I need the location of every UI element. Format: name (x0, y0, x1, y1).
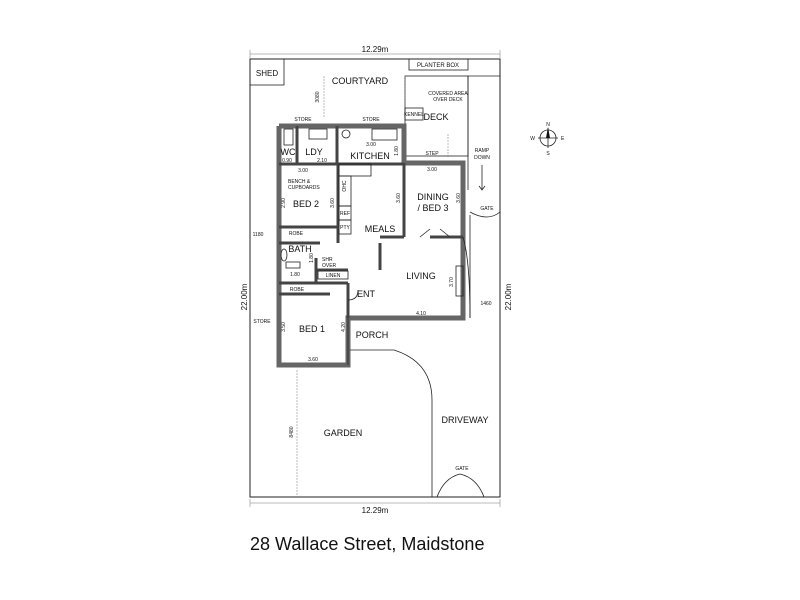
bath-depth: 1.80 (309, 253, 315, 263)
meals-label: MEALS (365, 224, 396, 234)
bath-label: BATH (288, 244, 311, 254)
robe-upper-label: ROBE (289, 231, 304, 237)
covered-area-line2: OVER DECK (433, 97, 463, 103)
bath-width: 1.80 (290, 272, 300, 278)
shr-line2: OVER (322, 263, 337, 269)
bed1-width: 3.60 (308, 357, 318, 363)
linen-label: LINEN (326, 273, 341, 279)
porch-label: PORCH (356, 330, 389, 340)
right-offset: 1460 (480, 301, 491, 307)
ramp-line2: DOWN (474, 155, 490, 161)
deck-label: DECK (423, 112, 448, 122)
compass-e: E (561, 136, 565, 142)
pty-label: PTY (340, 225, 350, 231)
wc-label: WC (281, 147, 296, 157)
shed (249, 58, 285, 86)
kitchen-label: KITCHEN (350, 151, 390, 161)
compass-n: N (546, 122, 550, 128)
gate-bottom-label: GATE (455, 466, 469, 472)
bench-line2: CUPBOARDS (288, 185, 320, 191)
left-offset: 1180 (253, 232, 264, 238)
compass-s: S (546, 151, 550, 157)
ohc-label: OHC (342, 180, 348, 192)
dining-line1: DINING (417, 192, 449, 202)
planter-box-label: PLANTER BOX (417, 63, 459, 69)
compass-icon: N S E W (530, 122, 565, 157)
wc-width: 0.90 (282, 158, 292, 164)
bottom-width-label: 12.29m (362, 506, 389, 515)
right-depth-label: 22.00m (504, 283, 513, 310)
store-top-right-label: STORE (362, 117, 380, 123)
ldy-label: LDY (305, 147, 323, 157)
robe-lower-label: ROBE (290, 287, 305, 293)
living-label: LIVING (406, 271, 436, 281)
courtyard-label: COURTYARD (332, 76, 389, 86)
store-top-left-label: STORE (294, 117, 312, 123)
bed2-width: 3.00 (298, 168, 308, 174)
courtyard-depth: 3080 (315, 91, 321, 102)
kennel-label: KENNEL (404, 112, 424, 118)
kitchen-width: 3.00 (366, 142, 376, 148)
left-depth-label: 22.00m (240, 283, 249, 310)
ref-label: REF (340, 211, 350, 217)
bed2-depth: 2.90 (281, 198, 287, 208)
shr-line1: SHR (322, 257, 333, 263)
dining-depth-left: 3.60 (396, 193, 402, 203)
gate-right-label: GATE (480, 206, 494, 212)
kennel (404, 107, 424, 121)
covered-area-line1: COVERED AREA (428, 91, 468, 97)
step-label: STEP (425, 151, 439, 157)
ent-label: ENT (357, 289, 376, 299)
dining-line2: / BED 3 (417, 203, 448, 213)
top-width-label: 12.29m (362, 45, 389, 54)
ramp-line1: RAMP (475, 148, 490, 154)
garden-label: GARDEN (324, 428, 363, 438)
bottom-gate (436, 473, 485, 498)
ldy-width: 2.10 (317, 158, 327, 164)
garden-depth: 8480 (289, 426, 295, 437)
compass-w: W (530, 136, 535, 142)
bed2-label: BED 2 (293, 199, 319, 209)
planter-box (408, 58, 469, 71)
store-left-label: STORE (253, 319, 271, 325)
driveway-curve (393, 349, 433, 497)
living-width: 4.10 (416, 311, 426, 317)
bench-line1: BENCH & (288, 179, 311, 185)
bed1-label: BED 1 (299, 324, 325, 334)
dining-depth-right: 3.60 (456, 193, 462, 203)
bed1-depth2: 4.20 (341, 322, 347, 332)
property-address: 28 Wallace Street, Maidstone (250, 534, 485, 554)
dining-width: 3.00 (427, 167, 437, 173)
meals-depth: 3.60 (330, 198, 336, 208)
driveway-label: DRIVEWAY (441, 415, 488, 425)
bed1-depth: 3.50 (281, 322, 287, 332)
shed-label: SHED (256, 69, 278, 78)
living-depth: 3.70 (449, 277, 455, 287)
kitchen-depth: 1.80 (394, 146, 400, 156)
